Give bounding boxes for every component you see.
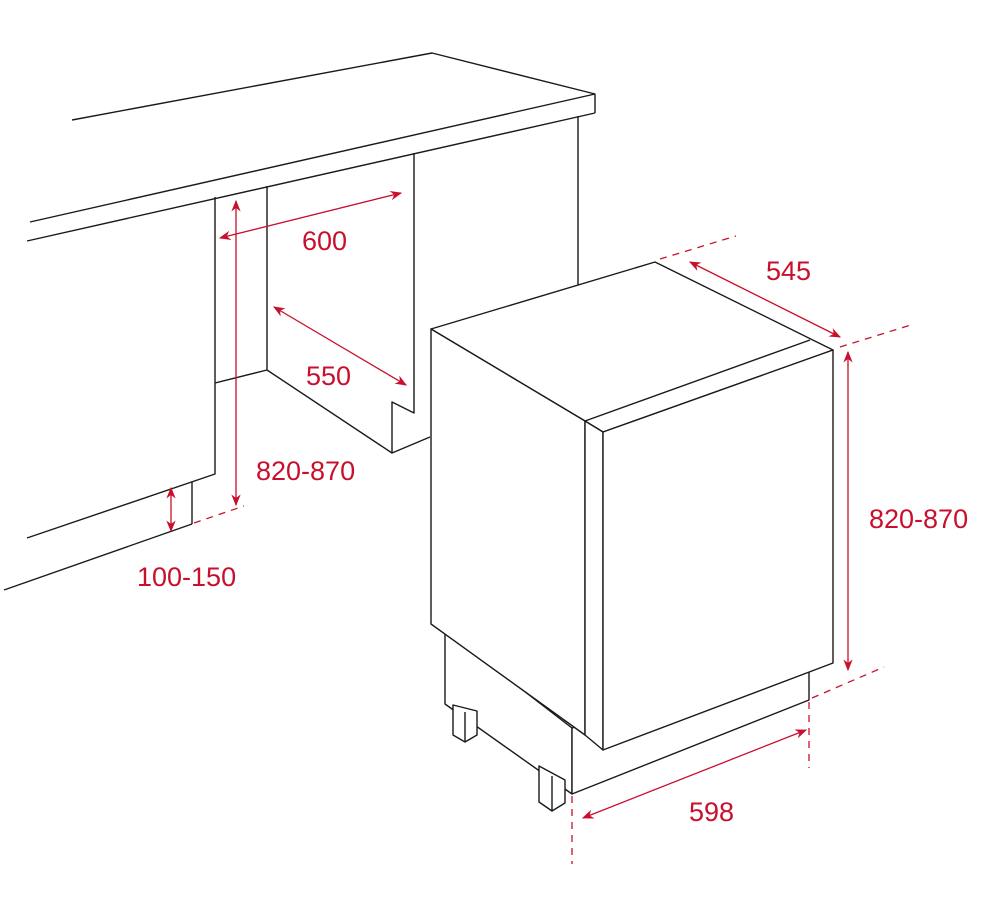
floor-extension-line [193, 505, 245, 524]
appliance-width-label: 598 [689, 797, 734, 827]
top-extension-line [839, 323, 915, 348]
niche-depth-label: 550 [306, 361, 351, 391]
appliance-width-arrow [581, 729, 808, 819]
appliance-height-label: 820-870 [869, 504, 968, 534]
countertop-front-bottom-edge [26, 112, 596, 242]
countertop-front-top-edge [29, 93, 596, 223]
appliance-dimensions: 545 820-870 598 [571, 235, 968, 864]
floor-line [3, 523, 193, 591]
countertop-back-edge [71, 52, 596, 121]
niche-width-arrow [218, 190, 403, 241]
appliance-leg [452, 704, 478, 743]
niche-left-wall [214, 186, 268, 384]
appliance [430, 261, 834, 812]
appliance-door-edge [584, 420, 604, 751]
depth-extension-line [659, 235, 737, 260]
appliance-leg [538, 765, 566, 812]
niche-dimensions: 600 550 820-870 100-150 [137, 190, 408, 592]
door-top-edge [584, 339, 811, 422]
bottom-extension-line [811, 666, 885, 699]
plinth-height-label: 100-150 [137, 562, 236, 592]
niche-depth-arrow [272, 306, 408, 386]
niche-right-wall [391, 153, 415, 453]
left-cabinet-edge [26, 197, 216, 539]
appliance-depth-arrow [688, 261, 842, 338]
appliance-door [602, 349, 834, 751]
niche-width-label: 600 [302, 226, 347, 256]
kitchen-cabinets [3, 52, 596, 591]
niche-height-label: 820-870 [256, 456, 355, 486]
appliance-depth-label: 545 [766, 256, 811, 286]
